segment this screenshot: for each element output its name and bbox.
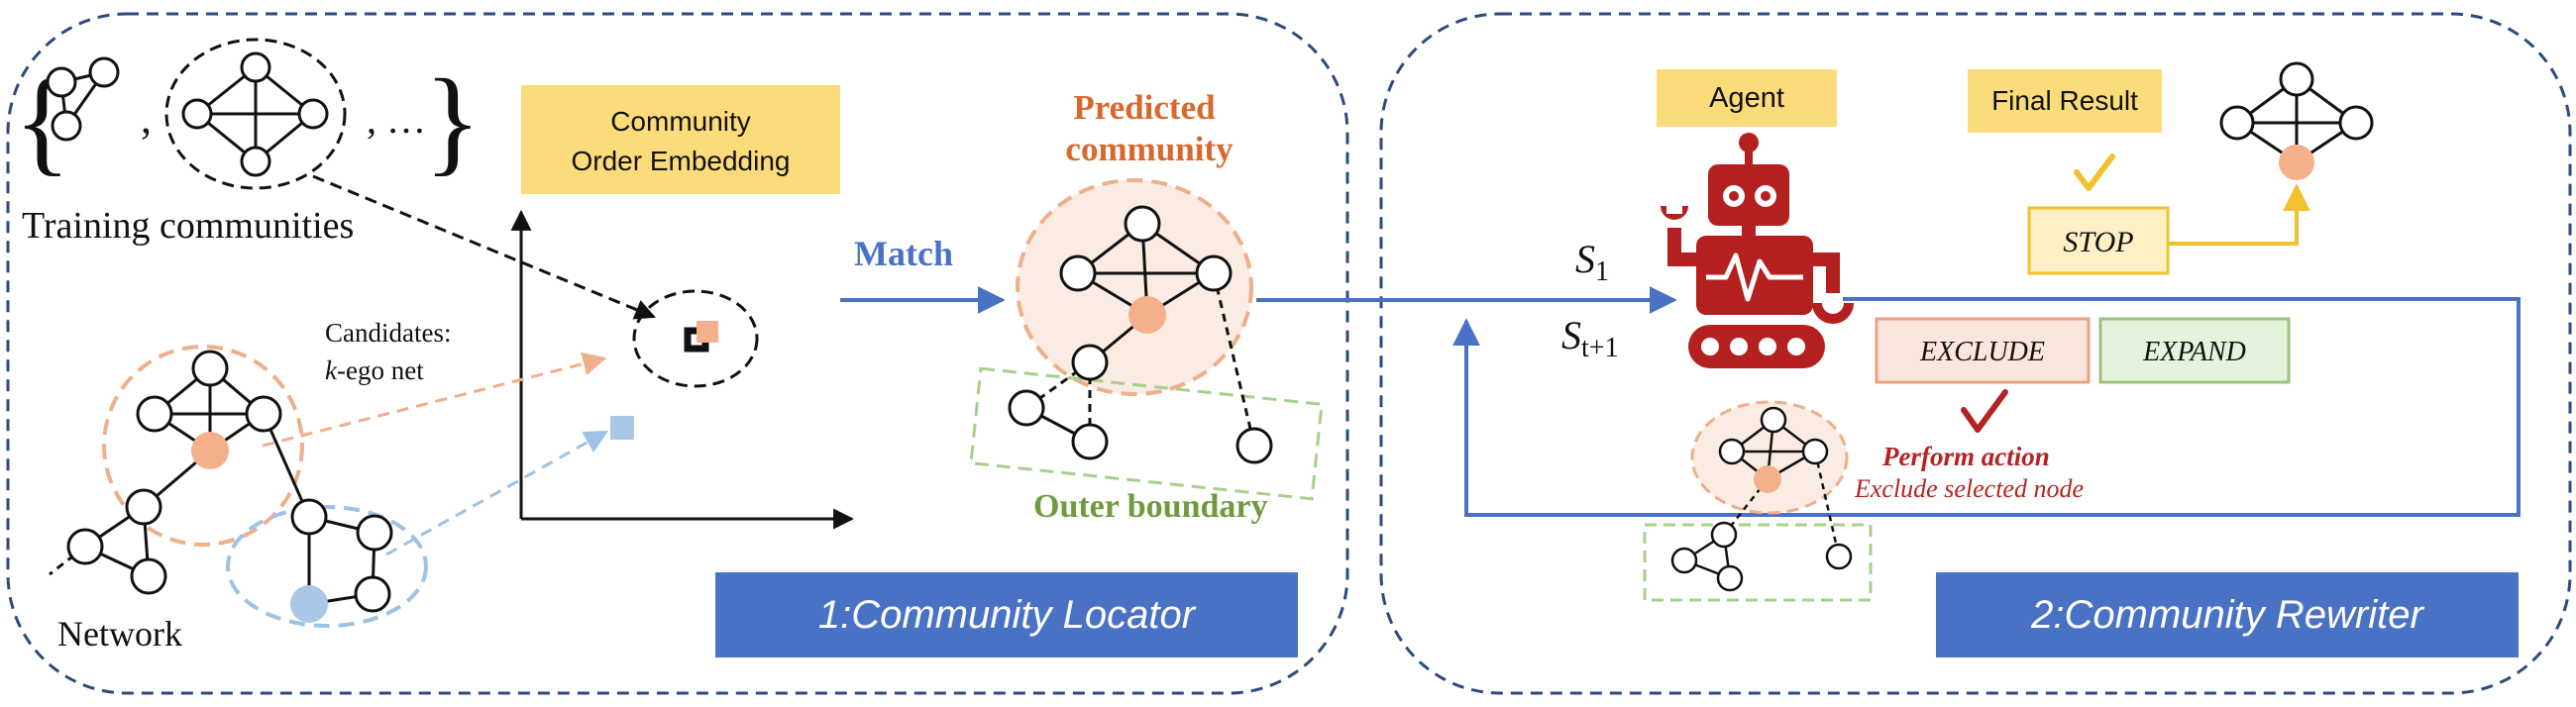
predicted-community-graph bbox=[969, 178, 1324, 501]
candidate-blue-ring bbox=[226, 505, 428, 628]
agent-box bbox=[1657, 69, 1837, 127]
outer-boundary-label: Outer boundary bbox=[1033, 488, 1267, 525]
stop-box bbox=[2027, 206, 2170, 275]
locator-title-bar bbox=[715, 572, 1298, 657]
candidates-k: k bbox=[325, 355, 338, 385]
training-communities: { , , … bbox=[14, 38, 482, 247]
embedding-box-line2: Order Embedding bbox=[571, 146, 790, 176]
training-graph-large bbox=[164, 38, 347, 190]
rewriter-loop bbox=[1452, 297, 2521, 517]
agent-label: Agent bbox=[1709, 82, 1784, 114]
embedding-box bbox=[521, 85, 840, 194]
state-st1: St+1 bbox=[1561, 313, 1619, 363]
candidates-label: Candidates: bbox=[325, 318, 451, 348]
training-communities-label: Training communities bbox=[22, 205, 354, 247]
predicted-line1: Predicted bbox=[1073, 88, 1216, 127]
training-graph-small bbox=[46, 56, 120, 142]
exclude-node-label: Exclude selected node bbox=[1854, 474, 2084, 503]
final-result-label: Final Result bbox=[1991, 85, 2138, 116]
stop-to-result-arrow bbox=[2168, 183, 2310, 246]
rewriter-graph bbox=[1643, 400, 1873, 602]
state-s1: S1 bbox=[1575, 237, 1609, 287]
candidate-blue-arrow bbox=[385, 430, 609, 556]
training-ellipsis: , … bbox=[367, 97, 426, 142]
expand-label: EXPAND bbox=[2142, 337, 2246, 367]
rewriter-title: 2:Community Rewriter bbox=[2030, 593, 2424, 637]
match-label: Match bbox=[854, 234, 953, 273]
robot-agent-icon bbox=[1661, 133, 1854, 368]
predicted-line2: community bbox=[1065, 130, 1234, 168]
embedding-box-line1: Community bbox=[610, 106, 751, 137]
embedding-match-region bbox=[632, 289, 759, 388]
final-result-graph bbox=[2219, 61, 2374, 180]
network-center-node-orange bbox=[191, 432, 229, 469]
network-center-node-blue bbox=[290, 585, 328, 623]
training-comma: , bbox=[141, 94, 152, 143]
network-graph bbox=[49, 345, 428, 628]
exclude-label: EXCLUDE bbox=[1919, 337, 2045, 367]
checkmark-icon-yellow bbox=[2074, 153, 2115, 191]
embedding-axes bbox=[510, 209, 855, 530]
rewriter-panel bbox=[1379, 12, 2572, 695]
brace-close: } bbox=[424, 54, 482, 186]
perform-action-label: Perform action bbox=[1881, 442, 2050, 471]
embedding-point-orange bbox=[697, 321, 718, 343]
network-label: Network bbox=[57, 614, 182, 654]
exclude-box bbox=[1875, 317, 2091, 384]
final-result-box bbox=[1968, 69, 2162, 133]
predicted-center-node bbox=[1128, 296, 1166, 334]
checkmark-icon-red bbox=[1961, 389, 2008, 433]
candidates-sub-label: k-ego net bbox=[325, 355, 424, 385]
training-to-embedding-arrow bbox=[312, 174, 656, 320]
candidate-orange-ring bbox=[102, 345, 304, 547]
locator-title: 1:Community Locator bbox=[818, 593, 1197, 637]
rewriter-title-bar bbox=[1936, 572, 2519, 657]
embedding-point-blue bbox=[610, 416, 634, 440]
locator-panel bbox=[6, 12, 1349, 695]
candidates-ego-net: -ego net bbox=[337, 355, 424, 385]
expand-box bbox=[2098, 317, 2291, 384]
outer-boundary-box bbox=[969, 366, 1324, 501]
stop-label: STOP bbox=[2063, 226, 2133, 258]
candidate-orange-arrow bbox=[262, 352, 607, 448]
